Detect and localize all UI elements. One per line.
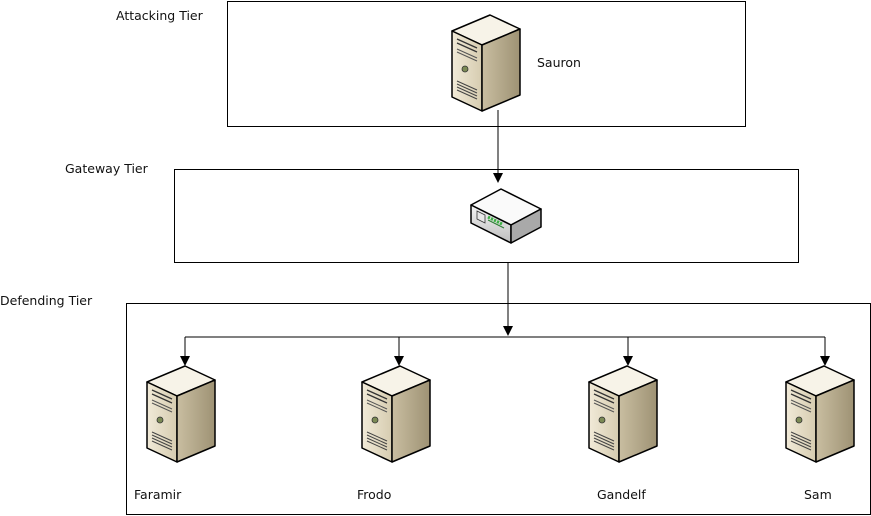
gateway-tier-box — [174, 169, 799, 263]
frodo-server-icon — [361, 365, 431, 463]
gandelf-server-icon — [588, 365, 658, 463]
defending-tier-label: Defending Tier — [0, 293, 93, 308]
sam-server-icon — [785, 365, 855, 463]
faramir-label: Faramir — [134, 487, 182, 502]
sam-label: Sam — [804, 487, 832, 502]
frodo-label: Frodo — [357, 487, 391, 502]
attacking-tier-box — [227, 1, 746, 127]
gateway-tier-label: Gateway Tier — [65, 161, 149, 176]
sauron-server-icon — [451, 14, 521, 112]
gandelf-label: Gandelf — [597, 487, 646, 502]
sauron-label: Sauron — [537, 55, 581, 70]
defending-tier-box — [126, 303, 871, 515]
faramir-server-icon — [146, 365, 216, 463]
router-icon — [470, 188, 542, 244]
attacking-tier-label: Attacking Tier — [116, 8, 204, 23]
